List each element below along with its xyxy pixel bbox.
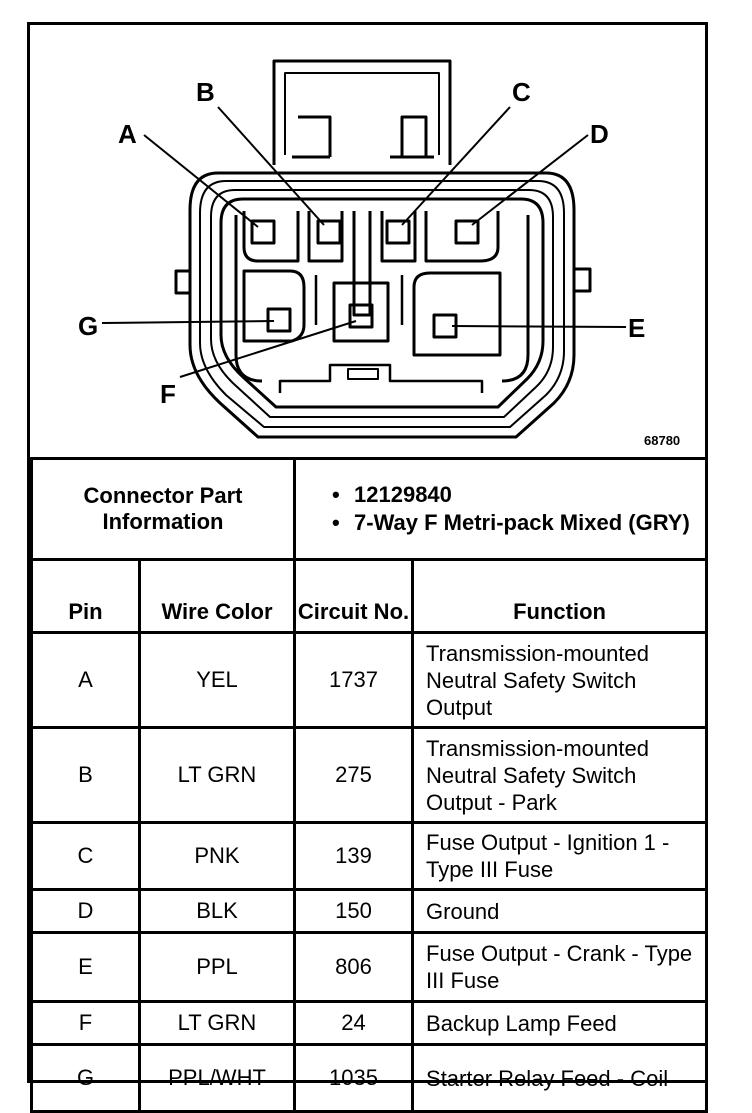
cell-wire-color: BLK xyxy=(137,888,297,934)
pin-label-e: E xyxy=(628,313,645,343)
cell-function: Transmission-mounted Neutral Safety Swit… xyxy=(411,631,709,729)
pin-label-g: G xyxy=(78,311,98,341)
cell-pin: G xyxy=(30,1043,141,1113)
header-pin: Pin xyxy=(30,558,141,634)
table-row: C PNK 139 Fuse Output - Ignition 1 - Typ… xyxy=(30,821,709,891)
header-circuit-no: Circuit No. xyxy=(293,558,415,634)
cell-circuit-no: 24 xyxy=(293,1000,415,1046)
cell-pin: E xyxy=(30,931,141,1003)
table-row: E PPL 806 Fuse Output - Crank - Type III… xyxy=(30,931,709,1003)
header-function: Function xyxy=(411,558,709,634)
cell-function: Ground xyxy=(411,888,709,934)
cell-wire-color: PPL/WHT xyxy=(137,1043,297,1113)
cell-circuit-no: 275 xyxy=(293,726,415,824)
table-row: B LT GRN 275 Transmission-mounted Neutra… xyxy=(30,726,709,824)
cell-wire-color: PPL xyxy=(137,931,297,1003)
cell-wire-color: YEL xyxy=(137,631,297,729)
cell-wire-color: LT GRN xyxy=(137,726,297,824)
pin-label-a: A xyxy=(118,119,137,149)
table-row: D BLK 150 Ground xyxy=(30,888,709,934)
cell-circuit-no: 139 xyxy=(293,821,415,891)
cell-function: Fuse Output - Crank - Type III Fuse xyxy=(411,931,709,1003)
cell-circuit-no: 806 xyxy=(293,931,415,1003)
connector-sheet: A B C D G E F 68780 Connector Part Infor… xyxy=(27,22,709,1113)
header-wire-color: Wire Color xyxy=(137,558,297,634)
pin-label-b: B xyxy=(196,77,215,107)
connector-description: 7-Way F Metri-pack Mixed (GRY) xyxy=(332,509,705,537)
pin-label-c: C xyxy=(512,77,531,107)
connector-info-row: Connector Part Information 12129840 7-Wa… xyxy=(29,457,709,561)
cell-circuit-no: 150 xyxy=(293,888,415,934)
cell-circuit-no: 1737 xyxy=(293,631,415,729)
connector-table: Connector Part Information 12129840 7-Wa… xyxy=(29,457,709,1113)
table-row: A YEL 1737 Transmission-mounted Neutral … xyxy=(30,631,709,729)
connector-info-values: 12129840 7-Way F Metri-pack Mixed (GRY) xyxy=(293,457,709,561)
figure-number: 68780 xyxy=(644,433,680,448)
cell-pin: A xyxy=(30,631,141,729)
connector-diagram: A B C D G E F 68780 xyxy=(30,25,705,457)
cell-pin: B xyxy=(30,726,141,824)
header-row: Pin Wire Color Circuit No. Function xyxy=(30,558,709,634)
cell-function: Backup Lamp Feed xyxy=(411,1000,709,1046)
connector-face-drawing: A B C D G E F 68780 xyxy=(78,59,680,448)
table-row: G PPL/WHT 1035 Starter Relay Feed - Coil xyxy=(30,1043,709,1113)
cell-pin: D xyxy=(30,888,141,934)
pin-label-d: D xyxy=(590,119,609,149)
pin-label-f: F xyxy=(160,379,176,409)
cell-pin: F xyxy=(30,1000,141,1046)
cell-pin: C xyxy=(30,821,141,891)
cell-function: Transmission-mounted Neutral Safety Swit… xyxy=(411,726,709,824)
cell-wire-color: PNK xyxy=(137,821,297,891)
cell-circuit-no: 1035 xyxy=(293,1043,415,1113)
part-number: 12129840 xyxy=(332,481,705,509)
table-row: F LT GRN 24 Backup Lamp Feed xyxy=(30,1000,709,1046)
cell-wire-color: LT GRN xyxy=(137,1000,297,1046)
cell-function: Starter Relay Feed - Coil xyxy=(411,1043,709,1113)
cell-function: Fuse Output - Ignition 1 - Type III Fuse xyxy=(411,821,709,891)
connector-info-label: Connector Part Information xyxy=(29,457,297,561)
